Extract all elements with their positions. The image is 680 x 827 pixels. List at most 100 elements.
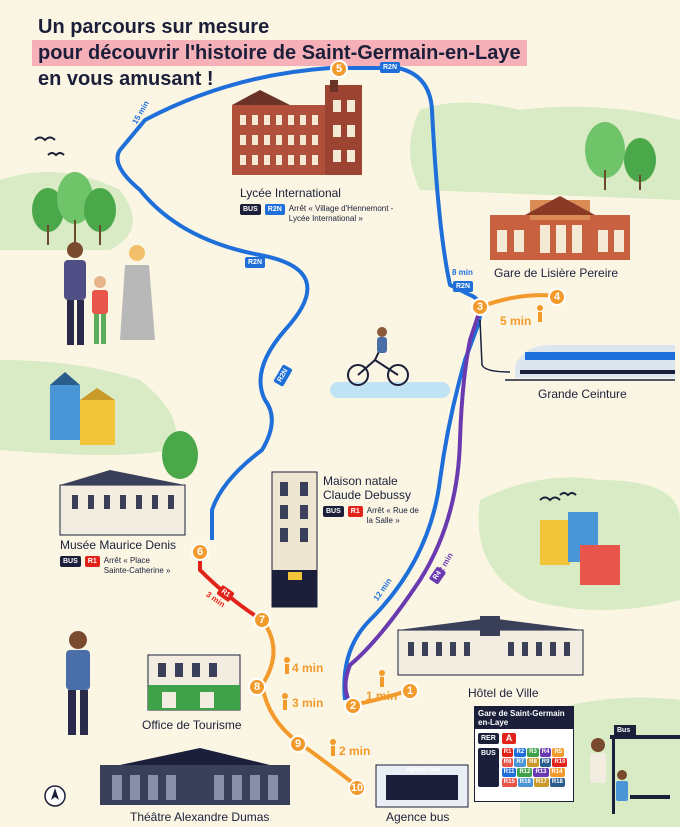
stop-pin-8[interactable]: 8: [248, 678, 266, 696]
map-title: Un parcours sur mesure pour découvrir l'…: [32, 14, 592, 92]
legend-line-r13: R13: [533, 768, 549, 777]
stop-pin-1[interactable]: 1: [401, 682, 419, 700]
gare-legend: Gare de Saint-Germain en-Laye RER A BUS …: [474, 706, 574, 802]
legend-line-r9: R9: [539, 758, 552, 767]
legend-line-r6: R6: [501, 758, 514, 767]
stop-pin-10[interactable]: 10: [348, 779, 366, 797]
route-walk: [259, 618, 360, 789]
legend-line-r2: R2: [514, 748, 527, 757]
legend-line-r5: R5: [552, 748, 565, 757]
debussy-arret-2: la Salle »: [366, 516, 400, 525]
line-badge-r1: R1: [347, 506, 363, 517]
birds-right: [539, 492, 577, 502]
grande-ceinture-train: [505, 345, 675, 381]
gare-lisiere-label: Gare de Lisière Pereire: [494, 266, 619, 280]
walk-icon-4: [537, 305, 543, 322]
birds-left: [34, 136, 65, 157]
water-strip: [330, 382, 450, 398]
walk-icon-7: [284, 657, 290, 674]
musee-name: Musée Maurice Denis: [60, 538, 177, 552]
rer-line-a: A: [501, 733, 517, 744]
legend-line-r8: R8: [527, 758, 539, 767]
legend-line-r3: R3: [527, 748, 539, 757]
route-r1: [198, 552, 264, 622]
debussy-name-2: Claude Debussy: [323, 488, 412, 502]
gare-lisiere-building: [490, 196, 630, 260]
legend-title-2: en-Laye: [478, 718, 509, 727]
debussy-building: [271, 471, 318, 608]
debussy-arret: Arrêt « Rue de la Salle »: [367, 506, 419, 526]
legend-rer-row: RER A: [475, 729, 573, 748]
lycee-name: Lycée International: [240, 186, 341, 200]
stop-pin-3[interactable]: 3: [471, 298, 489, 316]
debussy-name-1: Maison natale: [323, 474, 398, 488]
route-r2n: [115, 66, 483, 701]
time-walk-5: 5 min: [500, 314, 532, 328]
musee-label: Musée Maurice Denis BUS R1 Arrêt « Place…: [60, 538, 176, 576]
stop-pin-6[interactable]: 6: [191, 543, 209, 561]
agence-bus-building: [375, 764, 469, 808]
stop-pin-4[interactable]: 4: [548, 288, 566, 306]
musee-arret-2: Sainte-Catherine »: [103, 566, 171, 575]
grande-ceinture-label: Grande Ceinture: [538, 387, 627, 401]
agence-sign: Agence bus: [406, 767, 441, 773]
rer-badge: RER: [478, 733, 499, 744]
lycee-arret-1: Arrêt « Village d'Hennemont -: [288, 204, 394, 213]
debussy-bus-info: BUS R1 Arrêt « Rue de la Salle »: [323, 506, 419, 526]
legend-line-r1: R1: [501, 748, 514, 757]
stop-pin-2[interactable]: 2: [344, 697, 362, 715]
musee-arret: Arrêt « Place Sainte-Catherine »: [104, 556, 171, 576]
walk-icon-1: [379, 670, 385, 687]
line-badge-r1: R1: [84, 556, 100, 567]
bus-badge: BUS: [60, 556, 81, 567]
stop-pin-9[interactable]: 9: [289, 735, 307, 753]
legend-line-r16: R16: [517, 778, 533, 787]
trees-topright: [585, 122, 656, 190]
time-walk-2: 2 min: [339, 744, 371, 758]
musee-building: [59, 431, 198, 536]
legend-line-r17: R17: [533, 778, 549, 787]
bus-shelter: [590, 725, 680, 814]
title-line-3: en vous amusant !: [38, 68, 214, 90]
walk-icon-9: [330, 739, 336, 756]
cyclist: [347, 327, 409, 386]
legend-line-r11: R11: [501, 768, 517, 777]
theatre-building: [100, 748, 290, 805]
lycee-building: [232, 80, 362, 175]
musee-arret-1: Arrêt « Place: [103, 556, 150, 565]
title-line-2: pour découvrir l'histoire de Saint-Germa…: [32, 40, 527, 66]
legend-title-1: Gare de Saint-Germain: [478, 709, 565, 718]
houses-left: [50, 372, 115, 445]
stop-pin-5[interactable]: 5: [330, 60, 348, 78]
legend-line-r14: R14: [549, 768, 565, 777]
legend-line-r18: R18: [549, 778, 565, 787]
office-tourisme-building: [147, 654, 241, 711]
legend-line-r12: R12: [517, 768, 533, 777]
bus-badge: BUS: [323, 506, 344, 517]
lycee-arret: Arrêt « Village d'Hennemont - Lycée Inte…: [289, 204, 394, 224]
bus-badge: BUS: [240, 204, 261, 215]
legend-line-r10: R10: [552, 758, 568, 767]
time-walk-1: 1 min: [366, 689, 398, 703]
musee-bus-info: BUS R1 Arrêt « Place Sainte-Catherine »: [60, 556, 176, 576]
time-r2n-8: 8 min: [452, 268, 473, 277]
bus-shelter-sign: Bus: [617, 727, 631, 734]
legend-line-r15: R15: [501, 778, 517, 787]
route-r4: [343, 309, 482, 707]
legend-line-r7: R7: [514, 758, 527, 767]
compass-icon: [44, 785, 66, 807]
theatre-label: Théâtre Alexandre Dumas: [130, 810, 270, 824]
line-badge-r2n: R2N: [264, 204, 285, 215]
agence-label: Agence bus: [386, 810, 450, 824]
route-tag-r2n-gare: R2N: [453, 281, 474, 292]
hotel-de-ville-building: [397, 616, 584, 676]
debussy-label: Maison natale Claude Debussy BUS R1 Arrê…: [323, 474, 419, 526]
time-walk-4: 4 min: [292, 661, 324, 675]
stop-pin-7[interactable]: 7: [253, 611, 271, 629]
family-group: [64, 242, 155, 345]
legend-bus-badge: BUS: [478, 748, 499, 787]
hotel-ville-label: Hôtel de Ville: [468, 686, 539, 700]
legend-title: Gare de Saint-Germain en-Laye: [475, 707, 573, 729]
